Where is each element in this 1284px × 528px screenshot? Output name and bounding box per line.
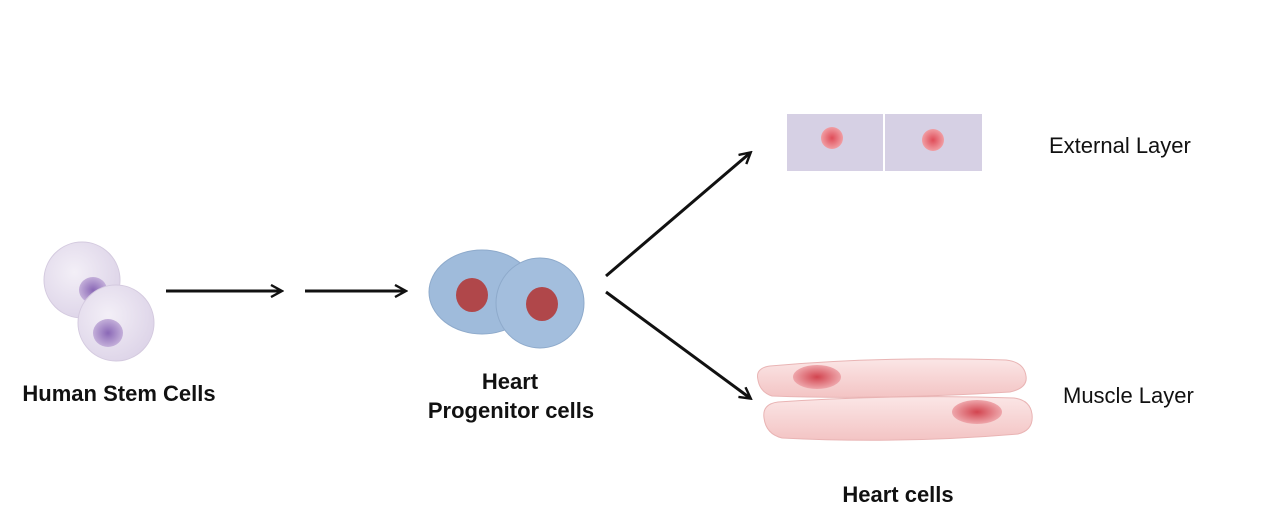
progenitor-cell-left-nucleus [456,278,488,312]
external-layer-label: External Layer [1049,133,1191,158]
stem-cell-front-nucleus [93,319,123,347]
external-layer-cells [787,114,982,171]
stem-cells-group [43,241,155,362]
progenitor-cells-group [428,249,585,349]
progenitor-label-line2: Progenitor cells [428,398,594,423]
stem-cells-label: Human Stem Cells [22,381,215,406]
heart-cells-label: Heart cells [842,482,953,507]
arrow-to-external-layer [605,153,750,278]
arrow-to-muscle-layer [605,290,750,398]
progenitor-label-line1: Heart [482,369,539,394]
muscle-layer-label: Muscle Layer [1063,383,1194,408]
muscle-cell-top-nucleus [793,365,841,389]
progenitor-cell-right-nucleus [526,287,558,321]
external-cell-2-nucleus [922,129,944,151]
external-cell-1-nucleus [821,127,843,149]
muscle-cell-bottom-nucleus [952,400,1002,424]
muscle-layer-cells [757,358,1033,441]
